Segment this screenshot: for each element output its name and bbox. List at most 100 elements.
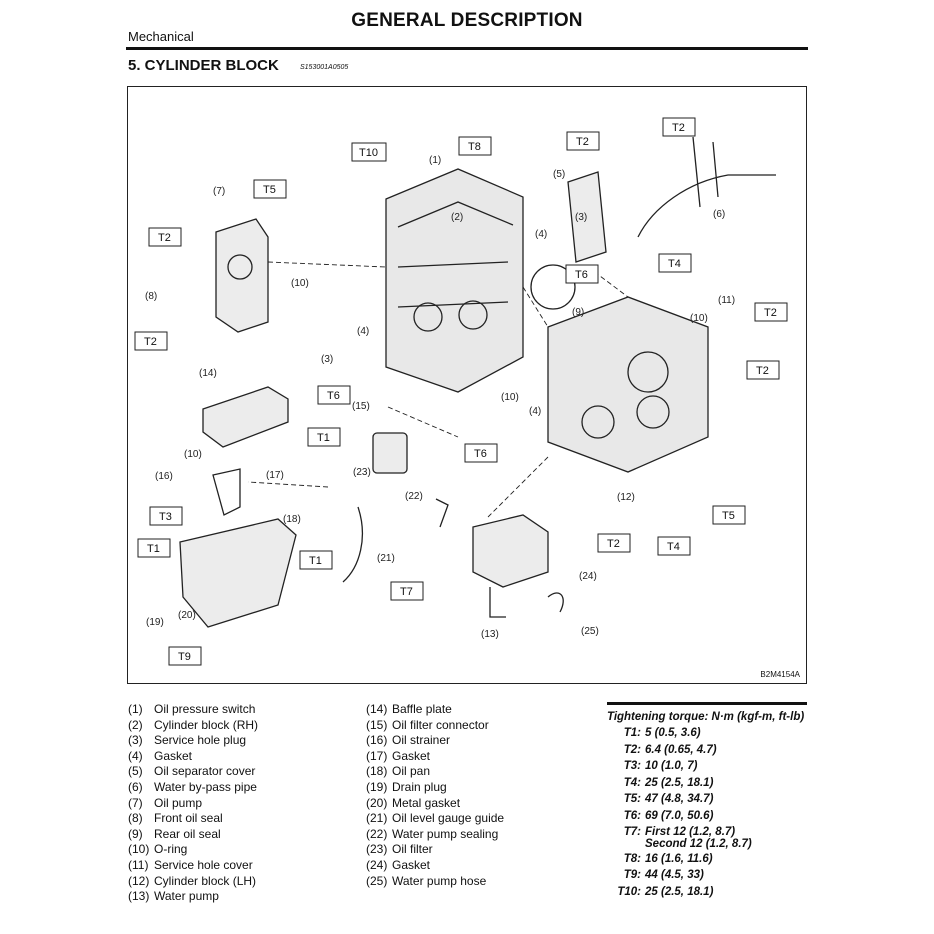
svg-text:T2: T2 [144, 336, 157, 348]
tightening-torque-table: Tightening torque: N·m (kgf-m, ft-lb) T1… [607, 702, 807, 915]
legend-item: (22)Water pump sealing [366, 826, 499, 841]
water-bypass-pipe-clip [692, 136, 719, 208]
svg-text:T5: T5 [722, 510, 735, 522]
callout: (13) [481, 629, 499, 640]
torque-tag: T1 [307, 427, 341, 447]
svg-text:T1: T1 [317, 432, 330, 444]
exploded-diagram-drawing: (1) (2) (3) (3) (4) (4) (4) (5) (6) (7) … [134, 117, 788, 666]
water-pump [472, 514, 549, 588]
torque-row: T4:25 (2.5, 18.1) [623, 776, 714, 789]
torque-row: T8:16 (1.6, 11.6) [623, 852, 713, 865]
torque-tag: T10 [351, 142, 387, 162]
torque-tag: T8 [458, 136, 492, 156]
legend-item: (3)Service hole plug [128, 733, 247, 748]
torque-tag: T4 [658, 253, 692, 273]
diagram-parts [179, 136, 776, 628]
legend-item: (1)Oil pressure switch [128, 702, 256, 716]
svg-text:T6: T6 [575, 269, 588, 281]
legend-item: (9)Rear oil seal [128, 826, 221, 841]
legend-item: (6)Water by-pass pipe [128, 779, 257, 794]
torque-tag: T6 [565, 264, 599, 284]
section-label: Mechanical [128, 29, 194, 44]
callout: (17) [266, 470, 284, 481]
torque-row: T7:First 12 (1.2, 8.7) [623, 826, 736, 838]
legend-item: (7)Oil pump [128, 795, 203, 810]
callout: (8) [145, 291, 157, 302]
legend-item: (10)O-ring [128, 842, 188, 857]
legend-item: (24)Gasket [366, 857, 431, 872]
svg-text:T2: T2 [576, 136, 589, 148]
callout: (4) [529, 406, 541, 417]
oil-level-gauge-guide [342, 506, 364, 583]
legend-item: (17)Gasket [366, 748, 431, 763]
torque-tag: T7 [390, 581, 424, 601]
svg-text:T2: T2 [672, 122, 685, 134]
legend-item: (5)Oil separator cover [128, 764, 256, 779]
guide-line [267, 261, 387, 268]
torque-tags: T10 T8 T2 T2 T5 T2 T2 T6 T4 T2 T2 T6 T1 … [134, 117, 788, 666]
callout: (3) [575, 212, 587, 223]
svg-text:T2: T2 [607, 538, 620, 550]
heading-code: S153001A0505 [300, 64, 349, 71]
torque-row: T1:5 (0.5, 3.6) [623, 727, 701, 739]
cylinder-block-rh [385, 168, 524, 393]
oil-pump [215, 218, 269, 333]
callout: (19) [146, 617, 164, 628]
callout: (10) [690, 313, 708, 324]
rear-oil-seal [530, 264, 576, 310]
legend-item: (8)Front oil seal [128, 811, 223, 826]
torque-row: T3:10 (1.0, 7) [623, 760, 698, 772]
torque-tag: T2 [148, 227, 182, 247]
guide-line [247, 481, 329, 488]
legend-item: (20)Metal gasket [366, 795, 461, 810]
page-title: GENERAL DESCRIPTION [351, 10, 583, 31]
svg-text:T6: T6 [474, 448, 487, 460]
oil-pan [179, 518, 297, 628]
cylinder-block-lh [547, 296, 709, 473]
callout: (14) [199, 368, 217, 379]
svg-text:T2: T2 [764, 307, 777, 319]
svg-text:T2: T2 [756, 365, 769, 377]
section-heading: 5. CYLINDER BLOCK [128, 57, 279, 74]
torque-tag: T2 [746, 360, 780, 380]
svg-text:T4: T4 [667, 541, 680, 553]
callout: (11) [718, 295, 735, 306]
legend-item: (4)Gasket [128, 748, 193, 763]
svg-text:T4: T4 [668, 258, 681, 270]
svg-text:T2: T2 [158, 232, 171, 244]
svg-text:T3: T3 [159, 511, 172, 523]
torque-tag: T3 [149, 506, 183, 526]
svg-text:T1: T1 [147, 543, 160, 555]
callout: (10) [184, 449, 202, 460]
callout: (10) [501, 392, 519, 403]
svg-text:T6: T6 [327, 390, 340, 402]
cylinder-bore [627, 351, 669, 393]
guide-line [487, 456, 549, 518]
torque-tag: T4 [657, 536, 691, 556]
legend-item: (19)Drain plug [366, 779, 447, 794]
torque-tag: T6 [317, 385, 351, 405]
guide-line [387, 406, 459, 438]
torque-tag: T2 [754, 302, 788, 322]
legend-item: (11)Service hole cover [128, 857, 253, 872]
callout: (2) [451, 212, 463, 223]
torque-tag: T5 [712, 505, 746, 525]
callout: (1) [429, 155, 441, 166]
torque-row: T10:25 (2.5, 18.1) [617, 885, 714, 898]
torque-row: T5:47 (4.8, 34.7) [623, 793, 714, 805]
callout: (5) [553, 169, 565, 180]
callout: (21) [377, 553, 395, 564]
torque-tag: T2 [597, 533, 631, 553]
torque-tag: T5 [253, 179, 287, 199]
parts-legend-left: (1)Oil pressure switch (2)Cylinder block… [128, 702, 258, 905]
callout: (23) [353, 467, 371, 478]
cylinder-block-rh-detail [397, 201, 514, 308]
torque-tag: T9 [168, 646, 202, 666]
svg-text:T1: T1 [309, 555, 322, 567]
cylinder-bore [636, 395, 670, 429]
water-pump-outlet [489, 587, 506, 618]
torque-row: T6:69 (7.0, 50.6) [623, 809, 714, 822]
header-divider [126, 47, 808, 50]
callout: (6) [713, 209, 725, 220]
water-pump-hose [547, 592, 564, 613]
